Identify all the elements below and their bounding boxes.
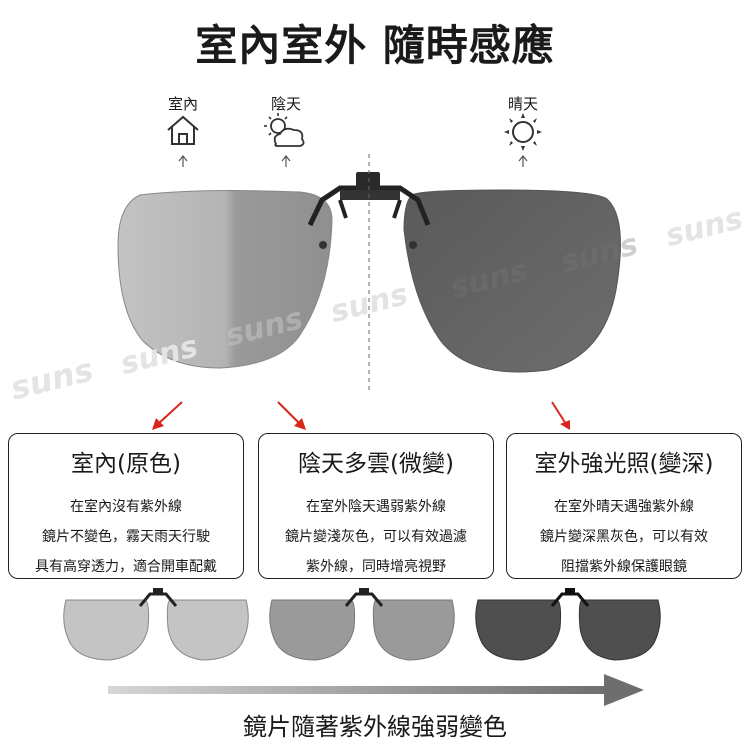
down-right-arrow-icon [551,401,567,425]
card-heading: 室外強光照(變深) [534,451,714,477]
indoor-card: 室內(原色) 在室內沒有紫外線 鏡片不變色，霧天雨天行駛 具有高穿透力，適合開車… [8,433,244,579]
cloud-sun-icon [264,113,305,167]
main-glasses-image [117,150,621,390]
glasses-dark [475,588,661,661]
house-icon [167,115,199,167]
up-arrow-icon [178,155,188,167]
card-heading: 陰天多雲(微變) [298,451,454,477]
sunny-label: 晴天 [507,95,538,113]
red-arrows [152,401,570,430]
card-line: 鏡片變淺灰色，可以有效過濾 [285,529,467,545]
card-line: 在室外晴天遇強紫外線 [554,499,694,515]
card-heading: 室內(原色) [71,451,181,477]
glasses-medium [269,588,455,661]
card-line: 鏡片變深黑灰色，可以有效 [540,529,708,545]
gradient-arrow-icon [108,674,644,706]
page-title: 室內室外 隨時感應 [195,21,555,70]
sun-icon [504,113,542,167]
glasses-comparison [63,588,661,661]
down-left-arrow-icon [157,401,183,425]
card-line: 阻擋紫外線保護眼鏡 [561,559,687,575]
sunny-card: 室外強光照(變深) 在室外晴天遇強紫外線 鏡片變深黑灰色，可以有效 阻擋紫外線保… [506,433,742,579]
card-line: 在室內沒有紫外線 [70,499,182,515]
indoor-label: 室內 [167,95,198,113]
card-line: 紫外線，同時增亮視野 [306,559,446,575]
glasses-light [63,588,249,661]
card-line: 具有高穿透力，適合開車配戴 [35,559,217,575]
down-right-arrow-icon [277,401,301,425]
footer-caption: 鏡片隨著紫外線強弱變色 [243,713,507,741]
card-line: 在室外陰天遇弱紫外線 [306,499,446,515]
card-line: 鏡片不變色，霧天雨天行駛 [42,529,210,545]
cloudy-label: 陰天 [270,95,301,113]
cloudy-card: 陰天多雲(微變) 在室外陰天遇弱紫外線 鏡片變淺灰色，可以有效過濾 紫外線，同時… [258,433,494,579]
